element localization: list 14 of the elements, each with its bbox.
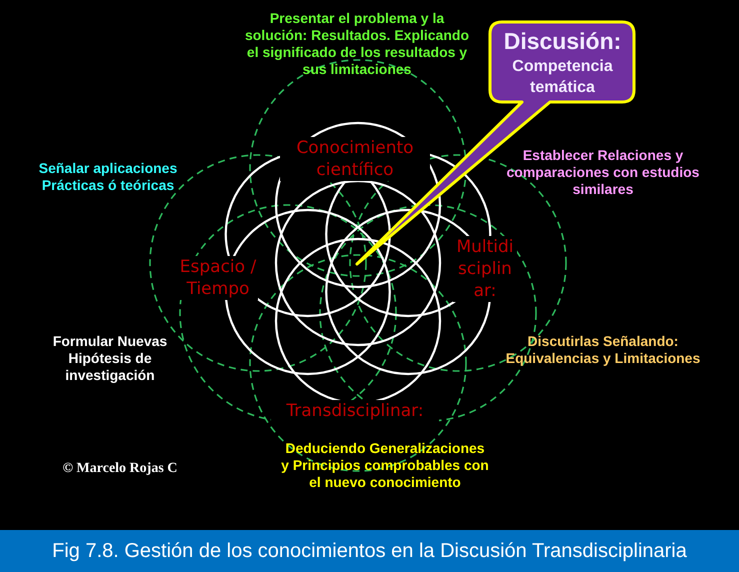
annotation-text: Formular Nuevas Hipótesis de investigación bbox=[52, 333, 168, 384]
annotation-text: Presentar el problema y la solución: Resultados. Explicando el significado de los resultados y sus limitaciones bbox=[244, 10, 470, 78]
annotation-text: Establecer Relaciones y comparaciones con estudios similares bbox=[506, 147, 700, 198]
circle-label: Conocimiento científico bbox=[280, 137, 430, 181]
circle-label: Transdisciplinar: bbox=[271, 400, 439, 422]
annotation-text: Señalar aplicaciones Prácticas ó teóricas bbox=[38, 160, 178, 194]
callout-text: Competencia temática bbox=[511, 57, 614, 98]
circle-label: Espacio / Tiempo bbox=[178, 256, 258, 300]
callout-title: Discusión: bbox=[502, 27, 622, 56]
copyright-text: © Marcelo Rojas C bbox=[62, 460, 178, 477]
annotation-text: Deduciendo Generalizaciones y Principios comprobables con el nuevo conocimiento bbox=[280, 440, 490, 491]
circle-label: Multidisciplinar: bbox=[453, 236, 517, 302]
caption-bar: Fig 7.8. Gestión de los conocimientos en la Discusión Transdisciplinaria bbox=[0, 530, 739, 572]
annotation-text: Discutirlas Señalando: Equivalencias y Limitaciones bbox=[504, 333, 702, 367]
